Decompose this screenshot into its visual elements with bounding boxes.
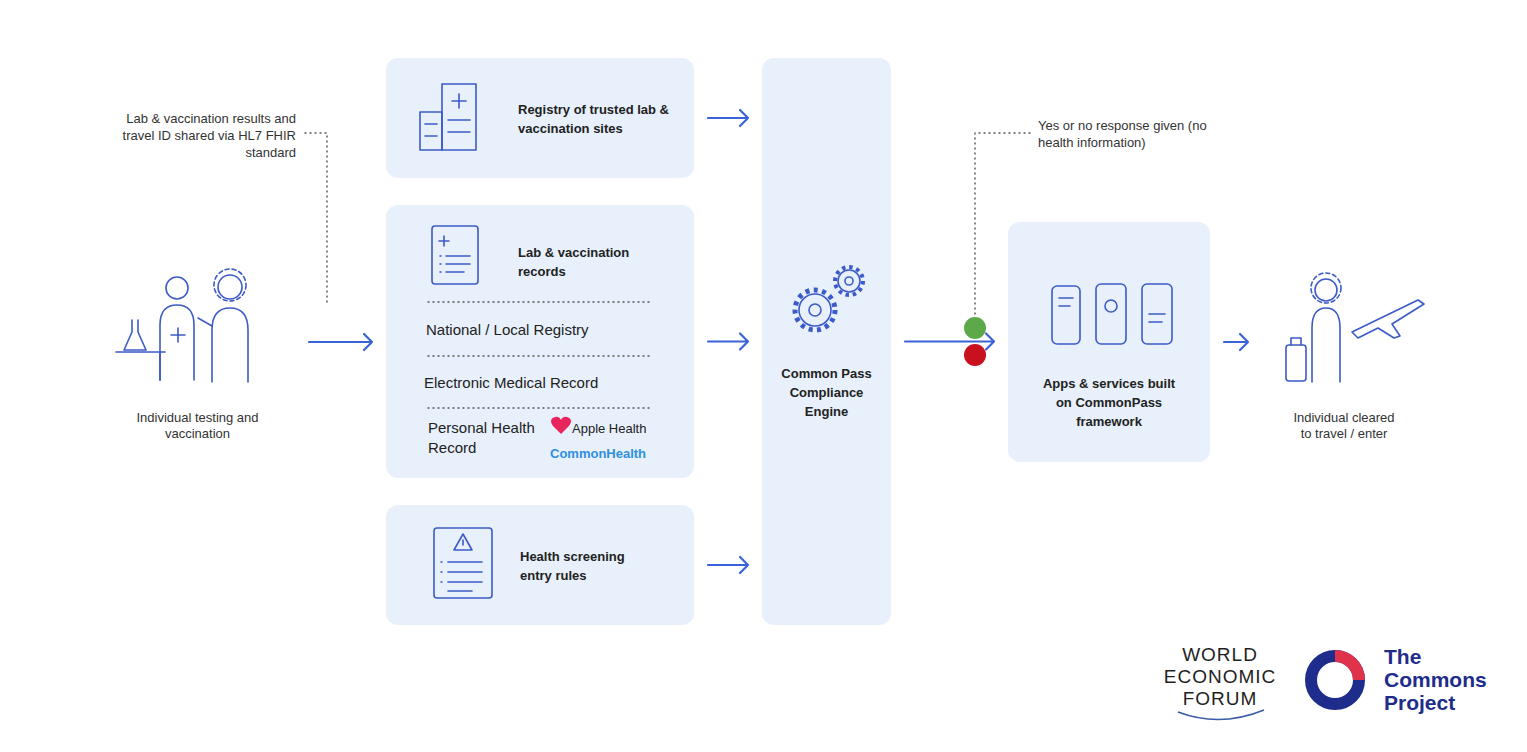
node-caption: Individual testing and vaccination	[110, 410, 285, 442]
box-title: Lab & vaccination records	[518, 243, 648, 281]
process-box: Registry of trusted lab & vaccination si…	[386, 58, 694, 178]
person-body	[1312, 308, 1340, 382]
box-title: Health screening entry rules	[520, 547, 650, 585]
person-body	[212, 308, 248, 382]
logo-text: The Commons Project	[1384, 645, 1496, 714]
list-item: Personal Health Record	[428, 418, 536, 458]
brand-label: CommonHealth	[550, 446, 680, 462]
wef-arc	[1178, 710, 1264, 720]
list-item: National / Local Registry	[426, 320, 676, 340]
brand-label: Apple Health	[572, 421, 682, 437]
traveller-illustration	[1286, 273, 1424, 382]
flow-arrow	[708, 110, 748, 126]
person-head	[1315, 279, 1337, 301]
medical-cross	[171, 328, 185, 342]
process-box: Health screening entry rules	[386, 505, 694, 625]
person-head	[166, 277, 188, 299]
person-head	[218, 275, 242, 299]
annotation-note: Yes or no response given (no health info…	[1038, 117, 1213, 151]
person-body	[160, 305, 194, 380]
flow-arrow	[1224, 334, 1248, 350]
flow-arrow	[708, 334, 748, 350]
lab-table	[116, 352, 165, 380]
box-title: Common Pass Compliance Engine	[770, 364, 883, 421]
plane-icon	[1352, 300, 1424, 338]
syringe-arm	[198, 318, 212, 326]
flow-arrow	[309, 334, 372, 350]
person-node: Individual testing and vaccination	[100, 252, 295, 432]
box-title: Apps & services built on CommonPass fram…	[1036, 374, 1182, 431]
logo-text: WORLD ECONOMIC FORUM	[1150, 644, 1290, 710]
flask-icon	[124, 320, 146, 350]
commons-ring	[1311, 656, 1359, 704]
flow-arrow	[905, 334, 994, 350]
process-box: Lab & vaccination recordsNational / Loca…	[386, 205, 694, 478]
leader-line	[305, 133, 327, 305]
process-box: Apps & services built on CommonPass fram…	[1008, 222, 1210, 462]
yes-light	[964, 317, 986, 339]
no-light	[964, 344, 986, 366]
box-title: Registry of trusted lab & vaccination si…	[518, 100, 678, 138]
list-item: Electronic Medical Record	[424, 373, 674, 393]
node-caption: Individual cleared to travel / enter	[1292, 410, 1396, 442]
suitcase-icon	[1286, 345, 1306, 381]
lab-person-illustration	[116, 269, 248, 382]
suitcase-handle	[1291, 338, 1301, 345]
person-node: Individual cleared to travel / enter	[1262, 227, 1427, 457]
engine-box: Common Pass Compliance Engine	[762, 58, 891, 625]
person-hair	[214, 269, 246, 301]
annotation-note: Lab & vaccination results and travel ID …	[100, 110, 296, 161]
commons-ring-accent	[1335, 656, 1359, 680]
person-hair	[1311, 273, 1341, 303]
flow-arrow	[708, 557, 748, 573]
